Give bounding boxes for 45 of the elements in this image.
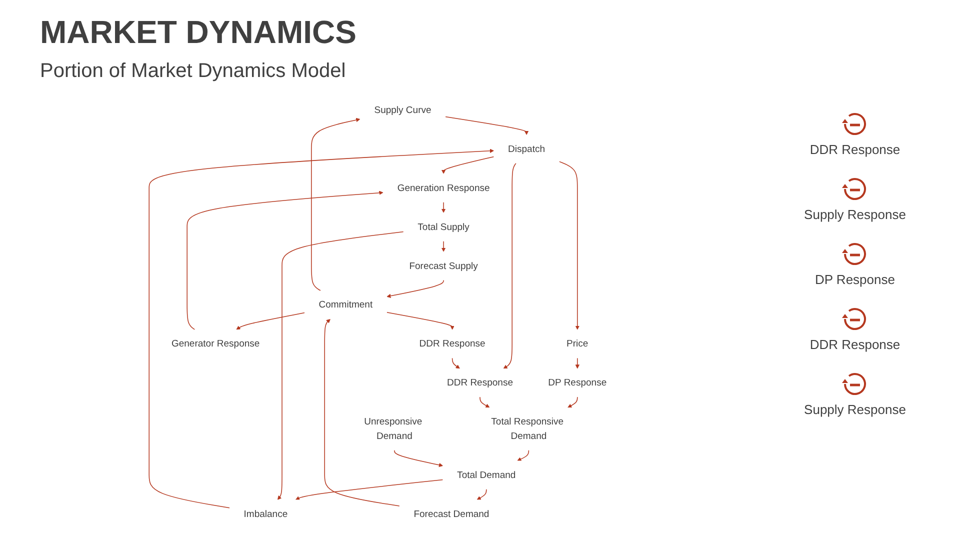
node-text: Supply Curve	[374, 104, 432, 116]
arrow	[311, 118, 360, 291]
loop-label: DDR Response	[810, 337, 900, 352]
arrow	[386, 280, 444, 298]
node-text: Total Responsive Demand	[491, 416, 564, 442]
loop-label: DP Response	[815, 272, 895, 287]
arrow	[277, 231, 404, 500]
arrow	[441, 202, 446, 213]
arrow	[295, 479, 444, 500]
arrow	[441, 240, 446, 252]
arrow	[445, 116, 529, 135]
arrow	[186, 190, 384, 330]
diagram-title: MARKET DYNAMICS	[40, 14, 356, 51]
arrow	[324, 318, 400, 506]
arrow	[394, 450, 443, 467]
arrow	[568, 396, 578, 408]
node-text: Forecast Demand	[414, 508, 490, 520]
arrow	[441, 156, 494, 174]
node-text: Imbalance	[244, 508, 288, 520]
node-text: Dispatch	[508, 144, 546, 154]
arrow	[476, 488, 487, 500]
arrow	[148, 148, 494, 508]
node-text: Price	[566, 338, 588, 350]
loop-label: DDR Response	[810, 142, 900, 157]
diagram-subtitle: Portion of Market Dynamics Model	[40, 60, 346, 83]
node-text: Unresponsive Demand	[364, 416, 422, 442]
node-text: Total Demand	[457, 470, 516, 480]
node-text: Total Supply	[418, 222, 470, 232]
node-text: DDR Response	[419, 338, 486, 350]
node-text: Generation Response	[397, 182, 490, 194]
arrow	[480, 396, 490, 408]
node-text: Forecast Supply	[409, 260, 478, 272]
arrow	[503, 162, 516, 369]
loop-label: Supply Response	[804, 207, 906, 222]
node-text: Commitment	[318, 300, 373, 310]
node-text: DDR Response	[446, 378, 513, 388]
arrow	[236, 312, 305, 330]
arrow	[452, 358, 460, 369]
loop-label: Supply Response	[804, 402, 906, 417]
arrow	[386, 312, 454, 330]
node-text: Generator Response	[171, 338, 260, 350]
arrow	[558, 161, 580, 330]
node-text: DP Response	[548, 378, 607, 388]
arrow	[517, 450, 530, 462]
arrow	[575, 358, 580, 369]
